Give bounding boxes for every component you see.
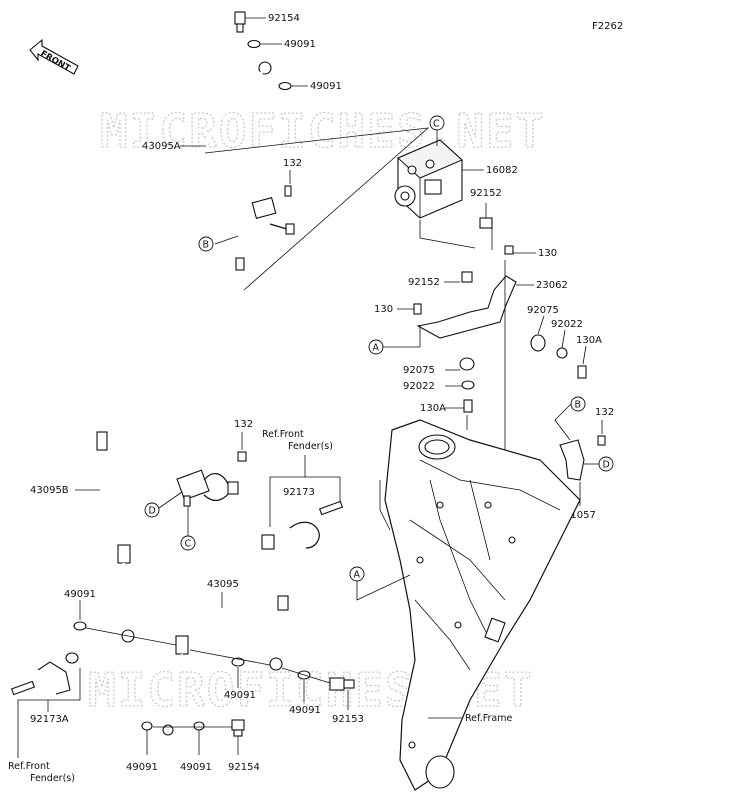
label-92022-b: 92022 (403, 381, 435, 392)
label-92154-bottom: 92154 (228, 762, 260, 773)
label-11057: 11057 (564, 510, 596, 521)
svg-text:A: A (354, 570, 361, 581)
ref-front-fender-2-line1: Ref.Front (8, 761, 50, 772)
svg-text:C: C (185, 539, 192, 550)
ref-front-fender-1-line2: Fender(s) (288, 441, 333, 452)
svg-text:D: D (149, 506, 156, 517)
label-92075-b: 92075 (403, 365, 435, 376)
label-49091-b: 49091 (310, 81, 342, 92)
label-49091-a: 49091 (284, 39, 316, 50)
clip-92173 (261, 500, 344, 550)
label-130A-a: 130A (576, 335, 602, 346)
label-49091-d: 49091 (224, 690, 256, 701)
label-132-a: 132 (283, 158, 302, 169)
callout-d-left (144, 502, 160, 518)
label-92022-a: 92022 (551, 319, 583, 330)
view-indicator-lines (204, 127, 430, 291)
svg-text:C: C (433, 119, 440, 130)
label-23062: 23062 (536, 280, 568, 291)
label-132-b: 132 (595, 407, 614, 418)
label-92075-a: 92075 (527, 305, 559, 316)
diagram-code: F2262 (592, 21, 623, 32)
label-43095A: 43095A (142, 141, 181, 152)
ref-front-fender-1-line1: Ref.Front (262, 429, 304, 440)
label-49091-g: 49091 (180, 762, 212, 773)
clamp-11057 (559, 439, 585, 481)
callout-b-top (198, 236, 214, 252)
label-49091-e: 49091 (289, 705, 321, 716)
label-43095B: 43095B (30, 485, 69, 496)
ref-front-fender-2-line2: Fender(s) (30, 773, 75, 784)
label-92173A: 92173A (30, 714, 69, 725)
bracket-23062 (416, 271, 517, 339)
label-130-b: 130 (374, 304, 393, 315)
label-92154-top: 92154 (268, 13, 300, 24)
svg-text:D: D (603, 460, 610, 471)
label-49091-f: 49091 (126, 762, 158, 773)
hose-43095B-group (96, 410, 247, 643)
label-130-a: 130 (538, 248, 557, 259)
label-92152-b: 92152 (408, 277, 440, 288)
label-92153: 92153 (332, 714, 364, 725)
abs-unit-16082 (394, 139, 463, 219)
watermark-top: MICROFICHES.NET (100, 104, 545, 158)
label-92152-a: 92152 (470, 188, 502, 199)
svg-text:A: A (373, 343, 380, 354)
label-49091-c: 49091 (64, 589, 96, 600)
label-132-c: 132 (234, 419, 253, 430)
ref-frame: Ref.Frame (465, 713, 512, 724)
label-43095: 43095 (207, 579, 239, 590)
clip-92173A (10, 652, 79, 696)
label-92173: 92173 (283, 487, 315, 498)
svg-text:B: B (203, 240, 210, 251)
hose-43095-group (73, 590, 355, 737)
label-16082: 16082 (486, 165, 518, 176)
front-arrow-icon: FRONT (29, 38, 79, 75)
hose-43095A-group (203, 11, 295, 271)
svg-text:B: B (575, 400, 582, 411)
label-130A-b: 130A (420, 403, 446, 414)
frame (379, 419, 581, 791)
